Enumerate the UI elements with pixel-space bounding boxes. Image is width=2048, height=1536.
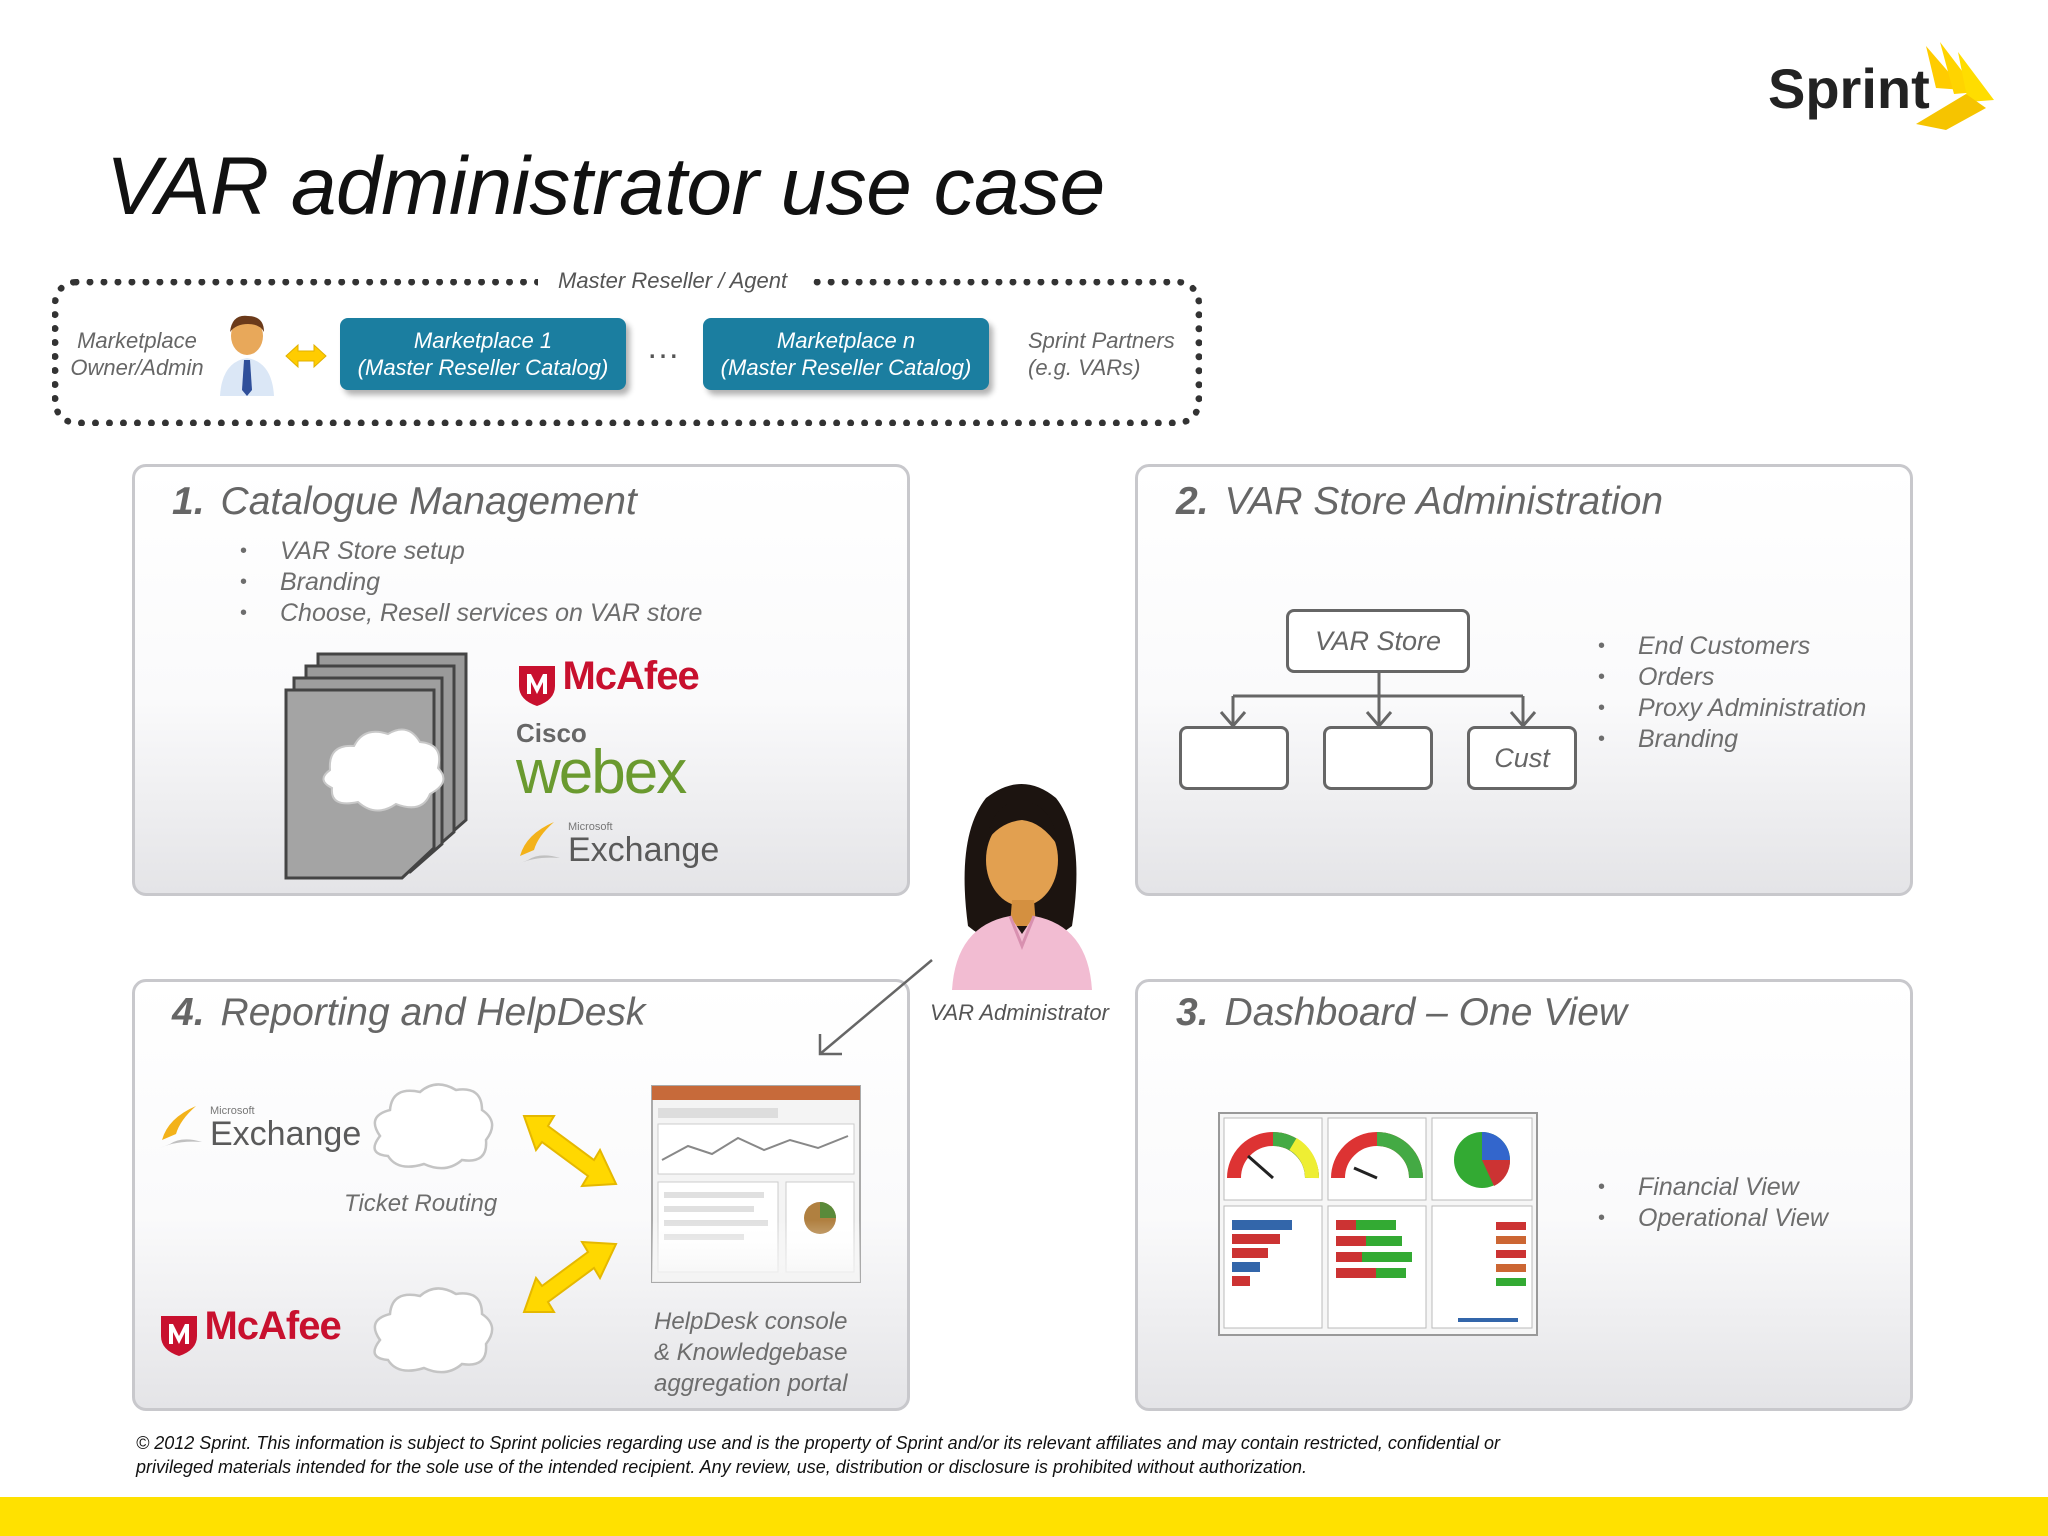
- cloud-icon-bottom: [373, 1287, 494, 1374]
- mcafee-shield-icon: [519, 665, 555, 706]
- list-item: Operational View: [1598, 1203, 1828, 1234]
- mcafee-logo-2: McAfee: [158, 1304, 342, 1358]
- cloud-icon-top: [373, 1083, 494, 1170]
- microsoft-text: Microsoft: [568, 821, 613, 833]
- helpdesk-console-label: HelpDesk console & Knowledgebase aggrega…: [654, 1306, 847, 1399]
- panel-4-title-text: Reporting and HelpDesk: [220, 991, 646, 1034]
- helpdesk-line-2: & Knowledgebase: [654, 1339, 848, 1366]
- sprint-logo: Sprint: [1768, 38, 1998, 138]
- mcafee-shield-icon: [161, 1315, 197, 1356]
- marketplace-n-line-2: (Master Reseller Catalog): [720, 355, 972, 380]
- webex-text: webex: [516, 738, 687, 807]
- marketplace-owner-label: Marketplace Owner/Admin: [62, 327, 212, 381]
- list-item: Branding: [1598, 724, 1866, 755]
- mcafee-logo: McAfee: [516, 654, 700, 708]
- list-item: Choose, Resell services on VAR store: [240, 598, 702, 629]
- panel-2-title-text: VAR Store Administration: [1224, 480, 1664, 523]
- marketplace-1-line-1: Marketplace 1: [413, 328, 553, 353]
- footer-accent-bar: [0, 1497, 2048, 1536]
- legal-disclaimer: © 2012 Sprint. This information is subje…: [136, 1433, 1500, 1477]
- panel-4-number: 4.: [172, 991, 205, 1034]
- marketplace-ellipsis: …: [646, 328, 682, 366]
- panel-2-number: 2.: [1176, 480, 1209, 523]
- panel-1-title-text: Catalogue Management: [220, 480, 637, 523]
- mcafee-text: McAfee: [562, 654, 699, 698]
- yellow-double-arrow-top-icon: [522, 1115, 618, 1188]
- list-item: VAR Store setup: [240, 536, 702, 567]
- var-administrator-avatar-icon: [952, 784, 1092, 990]
- exchange-text: Exchange: [210, 1115, 362, 1153]
- mcafee-text: McAfee: [204, 1304, 341, 1348]
- marketplace-1-line-2: (Master Reseller Catalog): [357, 355, 609, 380]
- marketplace-n-line-1: Marketplace n: [776, 328, 916, 353]
- owner-line-2: Owner/Admin: [70, 355, 204, 380]
- owner-avatar-icon: [220, 315, 274, 396]
- partners-line-2: (e.g. VARs): [1028, 355, 1141, 380]
- panel-3-bullets: Financial View Operational View: [1598, 1172, 1828, 1234]
- exchange-swoosh-icon: [160, 1106, 202, 1148]
- partners-line-1: Sprint Partners: [1028, 328, 1175, 353]
- panel-3-title-text: Dashboard – One View: [1224, 991, 1628, 1034]
- microsoft-text: Microsoft: [210, 1105, 255, 1117]
- sprint-pin-icon: [1916, 42, 1994, 130]
- list-item: End Customers: [1598, 631, 1866, 662]
- panel-1-number: 1.: [172, 480, 205, 523]
- panel-4-title: 4. Reporting and HelpDesk: [172, 991, 645, 1035]
- list-item: Proxy Administration: [1598, 693, 1866, 724]
- slide-title: VAR administrator use case: [106, 141, 1105, 232]
- sprint-partners-label: Sprint Partners (e.g. VARs): [1028, 327, 1175, 381]
- catalog-documents-icon: [284, 652, 468, 880]
- owner-line-1: Marketplace: [77, 328, 197, 353]
- cisco-text: Cisco: [516, 718, 587, 748]
- var-store-box: VAR Store: [1286, 609, 1470, 673]
- exchange-swoosh-icon: [518, 822, 560, 864]
- cisco-webex-logo: Cisco webex: [516, 718, 687, 807]
- admin-arrow-icon: [818, 959, 933, 1056]
- panel-3-number: 3.: [1176, 991, 1209, 1034]
- list-item: Financial View: [1598, 1172, 1828, 1203]
- customer-box-3: Cust: [1467, 726, 1577, 790]
- marketplace-1-button[interactable]: Marketplace 1 (Master Reseller Catalog): [340, 318, 626, 390]
- panel-1-title: 1. Catalogue Management: [172, 480, 637, 524]
- var-administrator-label: VAR Administrator: [930, 1000, 1109, 1025]
- helpdesk-console-screenshot: [651, 1085, 861, 1283]
- sprint-logo-text: Sprint: [1768, 57, 1930, 120]
- bidirectional-arrow-icon: [285, 343, 327, 369]
- ticket-routing-label: Ticket Routing: [344, 1190, 498, 1217]
- helpdesk-line-1: HelpDesk console: [654, 1308, 848, 1335]
- customer-box-1: [1179, 726, 1289, 790]
- master-reseller-label: Master Reseller / Agent: [538, 268, 808, 294]
- list-item: Branding: [240, 567, 702, 598]
- list-item: Orders: [1598, 662, 1866, 693]
- dashboard-screenshot: [1218, 1112, 1538, 1336]
- helpdesk-line-3: aggregation portal: [654, 1370, 848, 1397]
- marketplace-n-button[interactable]: Marketplace n (Master Reseller Catalog): [703, 318, 989, 390]
- customer-box-2: [1323, 726, 1433, 790]
- panel-3-title: 3. Dashboard – One View: [1176, 991, 1627, 1035]
- panel-2-bullets: End Customers Orders Proxy Administratio…: [1598, 631, 1866, 755]
- exchange-text: Exchange: [568, 831, 720, 869]
- panel-1-bullets: VAR Store setup Branding Choose, Resell …: [240, 536, 702, 629]
- yellow-double-arrow-bottom-icon: [522, 1240, 618, 1313]
- panel-2-title: 2. VAR Store Administration: [1176, 480, 1663, 524]
